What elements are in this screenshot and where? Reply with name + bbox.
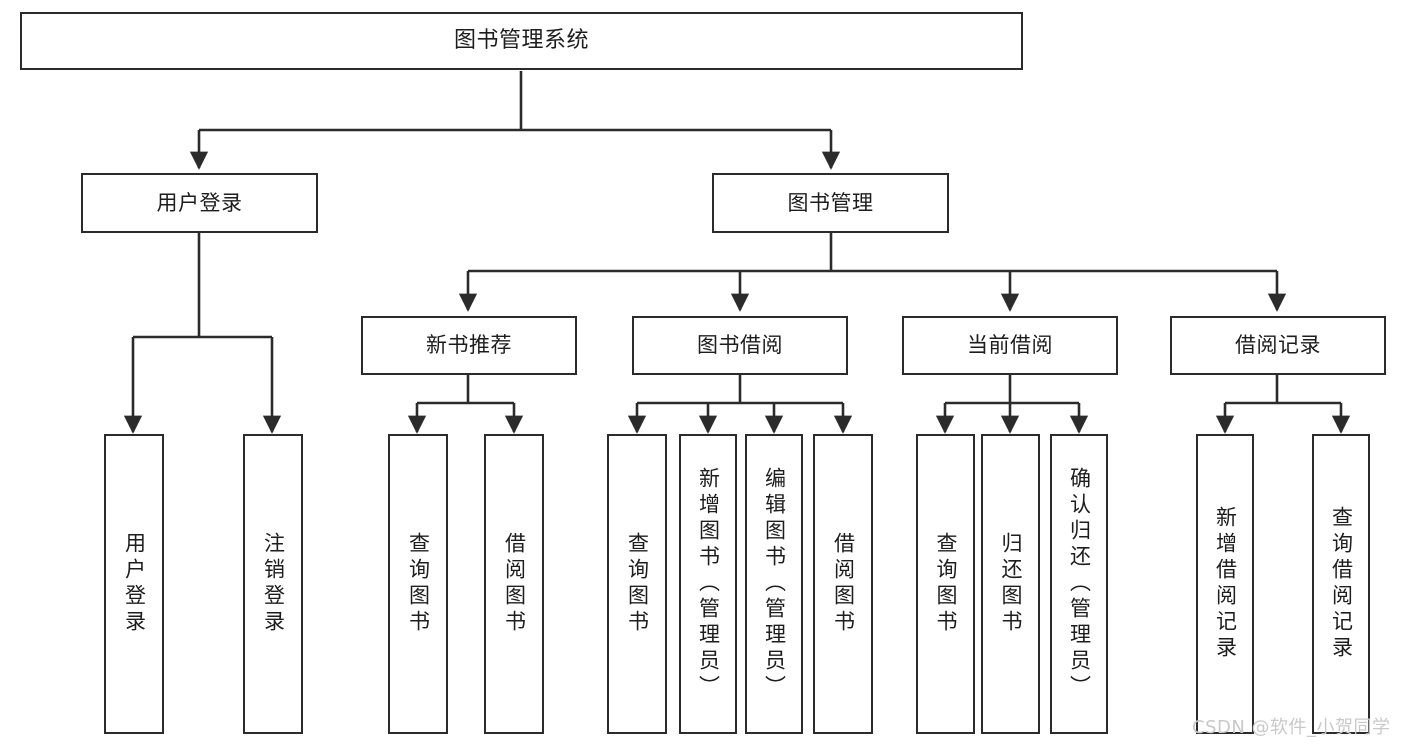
node-leaf-add-book-label: 新增图书（管理员） [696,467,721,701]
node-leaf-user-login-label: 用户登录 [122,532,147,636]
node-book-management[interactable]: 图书管理 [712,173,949,233]
node-leaf-edit-book-label: 编辑图书（管理员） [762,467,787,701]
node-leaf-query-book-3-label: 查询图书 [934,532,958,636]
node-new-book-recommend[interactable]: 新书推荐 [361,316,577,375]
node-leaf-borrow-book-1-label: 借阅图书 [502,532,527,636]
node-leaf-query-book-1-label: 查询图书 [406,532,431,636]
node-book-management-label: 图书管理 [787,190,874,215]
node-user-login-label: 用户登录 [156,190,243,215]
node-borrow-record[interactable]: 借阅记录 [1170,316,1386,375]
node-book-borrow-label: 图书借阅 [697,333,783,358]
node-leaf-query-record-label: 查询借阅记录 [1329,506,1354,662]
node-root-book-management-system[interactable]: 图书管理系统 [20,12,1023,70]
node-leaf-borrow-book-2[interactable]: 借阅图书 [813,434,873,734]
node-current-borrow[interactable]: 当前借阅 [902,316,1118,375]
node-leaf-return-book-label: 归还图书 [999,532,1023,636]
node-leaf-edit-book[interactable]: 编辑图书（管理员） [745,434,803,734]
node-leaf-add-record-label: 新增借阅记录 [1213,506,1238,662]
node-leaf-return-book[interactable]: 归还图书 [981,434,1040,734]
node-leaf-query-book-3[interactable]: 查询图书 [916,434,975,734]
node-current-borrow-label: 当前借阅 [967,333,1053,358]
node-leaf-confirm-return[interactable]: 确认归还（管理员） [1050,434,1108,734]
node-root-label: 图书管理系统 [453,28,589,54]
node-user-login[interactable]: 用户登录 [81,173,318,233]
node-leaf-user-login[interactable]: 用户登录 [104,434,164,734]
node-leaf-user-logout[interactable]: 注销登录 [243,434,303,734]
node-leaf-query-record[interactable]: 查询借阅记录 [1312,434,1370,734]
node-leaf-user-logout-label: 注销登录 [261,532,286,636]
node-leaf-query-book-1[interactable]: 查询图书 [388,434,448,734]
node-borrow-record-label: 借阅记录 [1235,333,1321,358]
node-new-book-recommend-label: 新书推荐 [426,333,512,358]
node-book-borrow[interactable]: 图书借阅 [632,316,848,375]
node-leaf-borrow-book-2-label: 借阅图书 [831,532,856,636]
node-leaf-add-record[interactable]: 新增借阅记录 [1196,434,1254,734]
node-leaf-query-book-2[interactable]: 查询图书 [607,434,667,734]
node-leaf-borrow-book-1[interactable]: 借阅图书 [484,434,544,734]
node-leaf-add-book[interactable]: 新增图书（管理员） [679,434,737,734]
node-leaf-confirm-return-label: 确认归还（管理员） [1067,467,1092,701]
node-leaf-query-book-2-label: 查询图书 [625,532,650,636]
